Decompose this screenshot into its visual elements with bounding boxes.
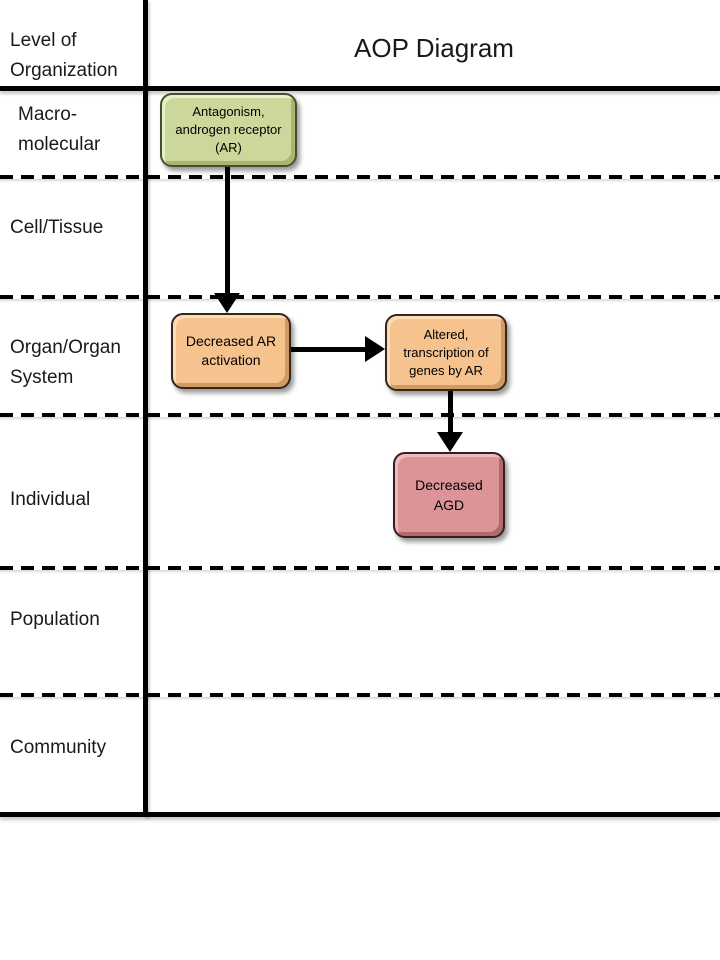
- row-label-community: Community: [10, 737, 107, 758]
- row-label-individual: Individual: [10, 489, 91, 510]
- node-decreased-agd: Decreased AGD: [393, 452, 505, 538]
- row-divider-dashed-2: [0, 295, 720, 299]
- row-label-organ-system: Organ/Organ System: [10, 337, 121, 388]
- node-decreased-ar-activation: Decreased AR activation: [171, 313, 291, 389]
- level-of-organization-header: Level of Organization: [10, 30, 118, 81]
- node-altered-transcription: Altered, transcription of genes by AR: [385, 314, 507, 391]
- row-label-cell-tissue: Cell/Tissue: [10, 217, 104, 238]
- arrow-ke1-to-ke2-head: [365, 336, 385, 362]
- row-divider-dashed-5: [0, 693, 720, 697]
- row-label-macro-molecular: Macro- molecular: [18, 104, 101, 155]
- node-antagonism-androgen-receptor: Antagonism, androgen receptor (AR): [160, 93, 297, 167]
- row-label-population: Population: [10, 609, 100, 630]
- arrow-mie-to-ke1-head: [214, 293, 240, 313]
- arrow-ke2-to-ao-head: [437, 432, 463, 452]
- row-divider-dashed-3: [0, 413, 720, 417]
- row-divider-dashed-1: [0, 175, 720, 179]
- arrow-ke1-to-ke2-shaft: [291, 347, 367, 352]
- row-divider-dashed-4: [0, 566, 720, 570]
- arrow-ke2-to-ao-shaft: [448, 390, 453, 434]
- column-divider-line: [143, 0, 148, 817]
- arrow-mie-to-ke1-shaft: [225, 166, 230, 295]
- bottom-border-line: [0, 812, 720, 817]
- header-divider-line: [0, 86, 720, 91]
- page-title: AOP Diagram: [354, 33, 514, 63]
